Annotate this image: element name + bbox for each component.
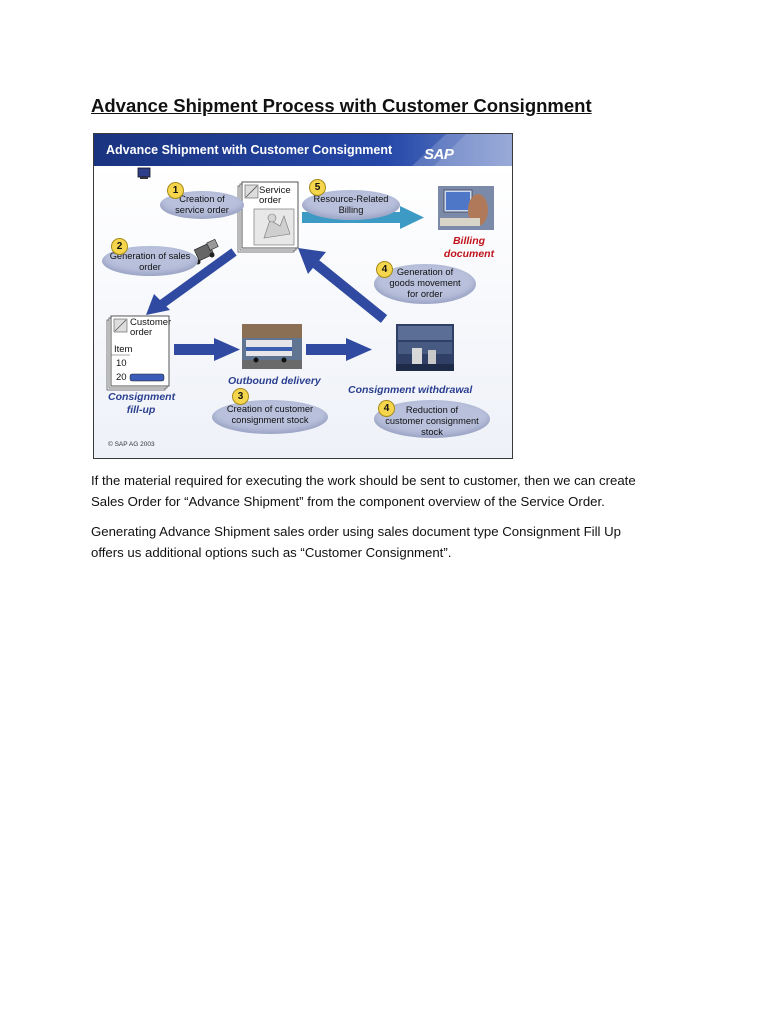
copyright-notice: © SAP AG 2003	[108, 441, 155, 448]
step-5-line-1: Resource-Related	[313, 194, 389, 204]
sap-logo: SAP	[424, 146, 454, 163]
consignment-withdrawal-label: Consignment withdrawal	[348, 384, 473, 396]
customer-order-document	[106, 315, 170, 391]
item-10: 10	[116, 358, 127, 369]
billing-line-2: document	[443, 248, 495, 260]
step-4b-line-1: Reduction of	[405, 405, 459, 415]
step-5-line-2: Billing	[338, 205, 364, 215]
customer-order-line-2: order	[130, 327, 153, 338]
diagram-graphics	[106, 167, 494, 391]
customer-order-label: Customer order	[130, 318, 171, 338]
step-3-text: Creation of customer consignment stock	[212, 404, 328, 426]
item-20: 20	[116, 372, 127, 383]
consignment-fill-up-label: Consignment fill-up	[108, 391, 176, 417]
customer-order-items: Item 10 20	[114, 343, 132, 385]
step-1-badge: 1	[167, 182, 184, 199]
diagram-header-title: Advance Shipment with Customer Consignme…	[106, 143, 393, 157]
step-1-line-1: Creation of	[179, 194, 225, 204]
step-4-goods-movement-badge: 4	[376, 261, 393, 278]
step-4a-line-3: for order	[407, 289, 443, 299]
monitor-icon	[137, 167, 151, 179]
step-4-reduction-badge: 4	[378, 400, 395, 417]
service-order-line-2: order	[259, 195, 282, 206]
billing-line-1: Billing	[452, 235, 486, 247]
step-3-line-1: Creation of customer	[226, 404, 314, 414]
outbound-delivery-photo	[242, 324, 302, 369]
service-order-line-1: Service	[259, 185, 291, 196]
arrow-to-customer-order	[146, 248, 237, 315]
consignment-warehouse-photo	[396, 324, 454, 371]
paragraph-2: Generating Advance Shipment sales order …	[91, 521, 691, 563]
outbound-delivery-label: Outbound delivery	[228, 375, 321, 387]
fill-up-line-1: Consignment	[108, 391, 176, 403]
step-3-line-2: consignment stock	[231, 415, 309, 425]
step-4-goods-movement-text: Generation of goods movement for order	[374, 267, 476, 300]
step-4a-line-1: Generation of	[396, 267, 454, 277]
paragraph-2-line-1: Generating Advance Shipment sales order …	[91, 524, 621, 539]
page-title: Advance Shipment Process with Customer C…	[91, 95, 592, 116]
diagram-header: Advance Shipment with Customer Consignme…	[94, 134, 512, 166]
customer-order-line-1: Customer	[130, 317, 172, 328]
step-1-text: Creation of service order	[160, 194, 244, 216]
billing-document-label: Billing document	[436, 235, 502, 261]
step-2-line-2: order	[139, 262, 161, 272]
paragraph-1-line-1: If the material required for executing t…	[91, 473, 636, 488]
fill-up-line-2: fill-up	[126, 404, 156, 416]
arrow-to-service-order	[298, 248, 388, 323]
step-4b-line-3: stock	[421, 427, 443, 437]
step-2-text: Generation of sales order	[102, 251, 198, 273]
billing-photo	[438, 186, 494, 230]
step-2-line-1: Generation of sales	[109, 251, 191, 261]
arrow-to-withdrawal	[306, 338, 372, 361]
step-4b-line-2: customer consignment	[385, 416, 479, 426]
arrow-to-outbound	[174, 338, 240, 361]
paragraph-2-line-2: offers us additional options such as “Cu…	[91, 545, 452, 560]
process-diagram: Advance Shipment with Customer Consignme…	[93, 133, 513, 459]
step-3-ellipse	[212, 400, 328, 434]
step-3-badge: 3	[232, 388, 249, 405]
service-order-document	[237, 181, 299, 253]
step-5-text: Resource-Related Billing	[302, 194, 400, 216]
step-4-reduction-text: Reduction of customer consignment stock	[374, 405, 490, 438]
header-background	[94, 134, 512, 166]
truck-icon	[193, 238, 219, 265]
step-5-badge: 5	[309, 179, 326, 196]
paragraph-1-line-2: Sales Order for “Advance Shipment” from …	[91, 494, 605, 509]
service-order-label: Service order	[259, 186, 291, 206]
step-4a-line-2: goods movement	[389, 278, 461, 288]
step-1-line-2: service order	[175, 205, 229, 215]
step-2-badge: 2	[111, 238, 128, 255]
item-header: Item	[114, 344, 133, 355]
paragraph-1: If the material required for executing t…	[91, 470, 691, 512]
